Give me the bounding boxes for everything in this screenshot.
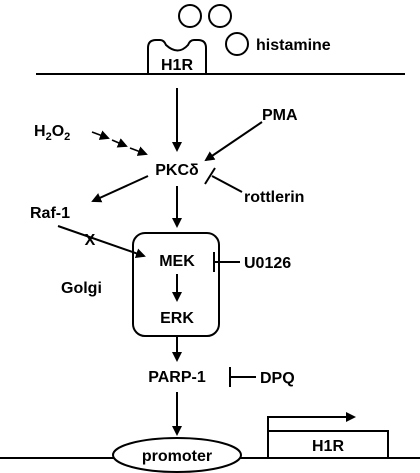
pma-label: PMA [262,107,298,124]
inhibit-rottlerin-bar [204,167,216,185]
promoter-label: promoter [142,448,212,465]
inhibit-rottlerin-to-pkc [211,175,243,193]
raf1-label: Raf-1 [30,205,70,222]
transcription-start-arrow [267,412,356,431]
pkc-delta-label: PKCδ [155,162,199,179]
parp1-label: PARP-1 [148,369,206,386]
dpq-label: DPQ [260,370,295,387]
h2o2-label: H2O2 [34,123,70,143]
rottlerin-label: rottlerin [244,189,304,206]
arrow-h2o2-to-pkc-step3 [129,146,148,156]
histamine-molecule [208,4,232,28]
arrow-h2o2-to-pkc-step2 [111,138,128,148]
golgi-label: Golgi [61,280,102,297]
mek-label: MEK [159,253,195,270]
arrow-pma-to-pkc [204,121,263,162]
h1r-receptor-label: H1R [161,57,193,74]
raf1-blocked-mark: X [85,232,96,249]
h1r-gene [267,430,389,459]
h1r-receptor [147,39,207,74]
histamine-label: histamine [256,37,331,54]
u0126-label: U0126 [244,255,291,272]
histamine-molecule [178,4,202,28]
promoter-element [112,437,242,473]
erk-label: ERK [160,310,194,327]
arrow-h2o2-to-pkc-step1 [91,130,110,140]
arrow-raf1-to-mek [57,225,146,259]
arrow-pkc-to-raf1 [91,175,149,203]
h1r-gene-label: H1R [312,438,344,455]
histamine-molecule [225,32,249,56]
